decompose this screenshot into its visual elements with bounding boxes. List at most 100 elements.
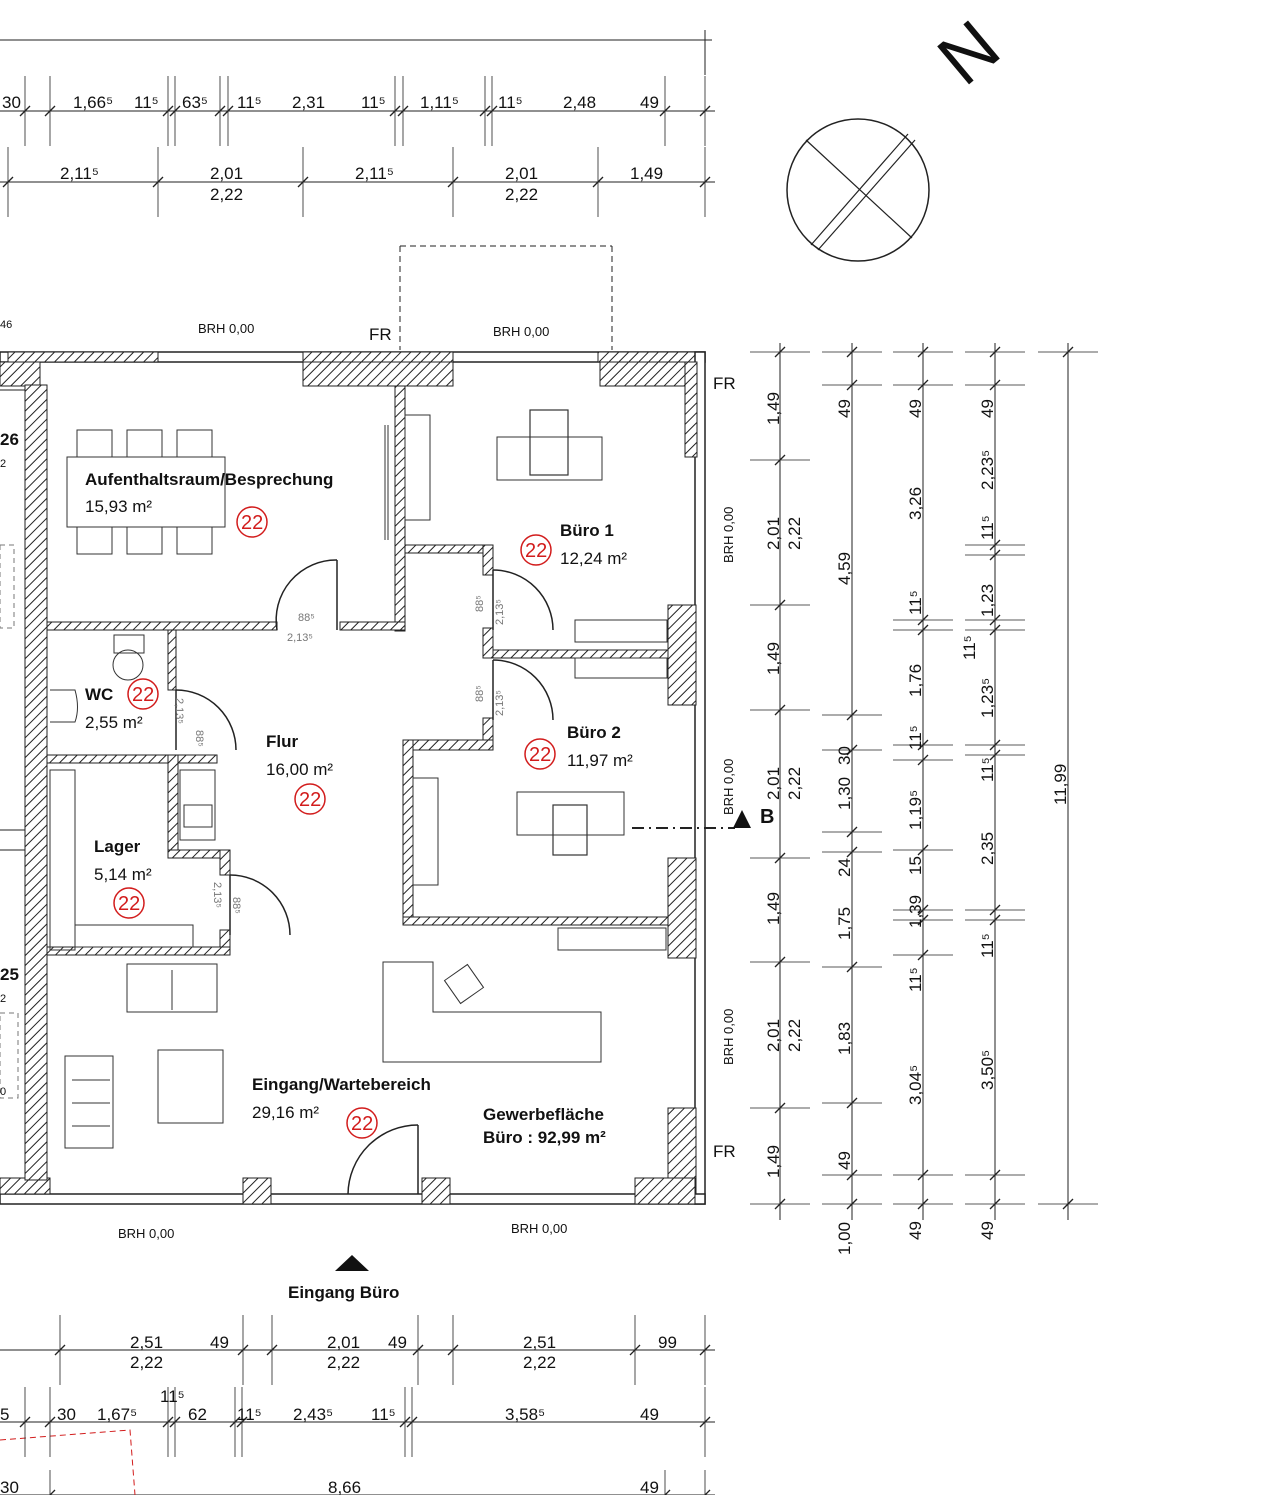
dim-b1-8: 99 <box>658 1333 677 1352</box>
brh-bottom-left: BRH 0,00 <box>118 1226 174 1241</box>
dim-b2-0: 5 <box>0 1405 9 1424</box>
fr-right-top: FR <box>713 374 736 393</box>
partial-label-b: 2 <box>0 993 6 1005</box>
dim-b1-2: 49 <box>210 1333 229 1352</box>
dim-r3-0: 49 <box>906 399 925 418</box>
brh-top-right: BRH 0,00 <box>493 324 549 339</box>
fr-top: FR <box>369 325 392 344</box>
dim-r2-1: 4,59 <box>835 552 854 585</box>
partial-label-a: 2 <box>0 458 6 470</box>
dim-b1-3: 2,01 <box>327 1333 360 1352</box>
partial-label-46: 46 <box>0 319 12 331</box>
dim-b2-8: 3,58⁵ <box>505 1405 545 1424</box>
brh-top-left: BRH 0,00 <box>198 321 254 336</box>
dim-r4-6: 11⁵ <box>978 757 997 782</box>
dim-r4-2: 11⁵ <box>978 515 997 540</box>
dim-b2-3: 11⁵ <box>160 1387 185 1406</box>
dim-r2-0: 49 <box>835 399 854 418</box>
dim-r3-1: 3,26 <box>906 487 925 520</box>
dim-b1-0: 2,51 <box>130 1333 163 1352</box>
dim-b2-5: 11⁵ <box>237 1405 262 1424</box>
dim-top1-8: 11⁵ <box>498 93 523 112</box>
room-area-buero2: 11,97 m² <box>567 751 633 770</box>
room-name-aufenthalt: Aufenthaltsraum/Besprechung <box>85 470 333 489</box>
dim-b1-5: 49 <box>388 1333 407 1352</box>
dim-top2-6: 1,49 <box>630 164 663 183</box>
dim-r5-0: 11,99 <box>1051 764 1070 805</box>
section-letter: B <box>760 806 774 828</box>
room-area-flur: 16,00 m² <box>266 760 333 779</box>
bottom-dim-ticks <box>19 1315 711 1495</box>
room-area-aufenthalt: 15,93 m² <box>85 497 152 516</box>
dim-top1-4: 11⁵ <box>237 93 262 112</box>
dim-top1-1: 1,66⁵ <box>73 93 113 112</box>
dim-top2-2: 2,22 <box>210 185 243 204</box>
dim-b2-1: 30 <box>57 1405 76 1424</box>
furniture <box>0 409 668 1149</box>
top-dimension-lines <box>0 30 715 350</box>
door-dim-2b: 2,13⁵ <box>494 599 506 625</box>
partial-label-25: 25 <box>0 965 19 984</box>
room-name-lager: Lager <box>94 837 141 856</box>
dim-r3-6: 15 <box>906 856 925 875</box>
room-area-buero1: 12,24 m² <box>560 549 627 568</box>
dim-r1-9: 1,49 <box>764 1145 783 1178</box>
dim-r2-6: 1,83 <box>835 1022 854 1055</box>
partial-label-26: 26 <box>0 430 19 449</box>
dim-r4-4: 11⁵ <box>960 635 979 660</box>
dim-r4-1: 2,23⁵ <box>978 450 997 490</box>
dim-b1-7: 2,22 <box>523 1353 556 1372</box>
door-dims: 88⁵ 2,13⁵ 88⁵ 2,13⁵ 88⁵ 2,13⁵ 88⁵ 2,13⁵ … <box>173 595 506 914</box>
room-tag-buero2: 22 <box>529 744 551 766</box>
partial-label-c: 0 <box>0 1086 6 1098</box>
dim-r2-5: 1,75 <box>835 907 854 940</box>
dim-b1-1: 2,22 <box>130 1353 163 1372</box>
dim-r3-2: 11⁵ <box>906 590 925 615</box>
room-name-eingang: Eingang/Wartebereich <box>252 1075 431 1094</box>
dim-r1-0: 1,49 <box>764 392 783 425</box>
dim-r4-7: 2,35 <box>978 832 997 865</box>
dim-r4-10: 49 <box>978 1221 997 1240</box>
dim-top2-5: 2,22 <box>505 185 538 204</box>
room-name-flur: Flur <box>266 732 298 751</box>
door-dim-5a: 88⁵ <box>230 897 242 914</box>
dim-top2-3: 2,11⁵ <box>355 164 394 183</box>
door-dim-1b: 2,13⁵ <box>287 632 313 644</box>
dim-b2-4: 62 <box>188 1405 207 1424</box>
entrance-label: Eingang Büro <box>288 1283 399 1302</box>
dim-b1-6: 2,51 <box>523 1333 556 1352</box>
dim-top2-0: 2,11⁵ <box>60 164 99 183</box>
dim-r1-1: 2,01 <box>764 517 783 550</box>
dim-b2-7: 11⁵ <box>371 1405 396 1424</box>
dim-r2-3: 30 <box>835 746 854 765</box>
dim-top1-6: 11⁵ <box>361 93 386 112</box>
dim-r2-8: 1,00 <box>835 1222 854 1255</box>
top-dim1-ticks <box>19 76 711 146</box>
dim-r3-7: 1,39 <box>906 895 925 928</box>
dim-top1-3: 63⁵ <box>182 93 208 112</box>
room-name-buero2: Büro 2 <box>567 723 621 742</box>
dim-b2-6: 2,43⁵ <box>293 1405 333 1424</box>
dim-r1-5: 2,22 <box>785 767 804 800</box>
dim-top1-0: 30 <box>2 93 21 112</box>
dim-top1-5: 2,31 <box>292 93 325 112</box>
dim-r1-6: 1,49 <box>764 892 783 925</box>
interior-walls <box>46 385 669 956</box>
dim-b3-0: 30 <box>0 1478 19 1495</box>
section-marker: B <box>632 806 774 829</box>
north-letter: N <box>923 6 1014 101</box>
dim-r2-7: 49 <box>835 1151 854 1170</box>
room-tag-flur: 22 <box>299 789 321 811</box>
dim-r3-3: 1,76 <box>906 664 925 697</box>
door-dim-3a: 88⁵ <box>474 685 486 702</box>
dim-r1-7: 2,01 <box>764 1019 783 1052</box>
dim-r4-5: 1,23⁵ <box>978 678 997 718</box>
dim-r3-5: 1,19⁵ <box>906 790 925 830</box>
right-dims-col1: 1,49 2,01 2,22 1,49 2,01 2,22 1,49 2,01 … <box>764 392 804 1178</box>
door-dim-3b: 2,13⁵ <box>494 690 506 716</box>
brh-right-3: BRH 0,00 <box>721 1009 736 1065</box>
dim-top1-10: 49 <box>640 93 659 112</box>
room-tag-aufenthalt: 22 <box>241 512 263 534</box>
summary-line2: Büro : 92,99 m² <box>483 1128 606 1147</box>
door-dim-1a: 88⁵ <box>298 612 315 624</box>
